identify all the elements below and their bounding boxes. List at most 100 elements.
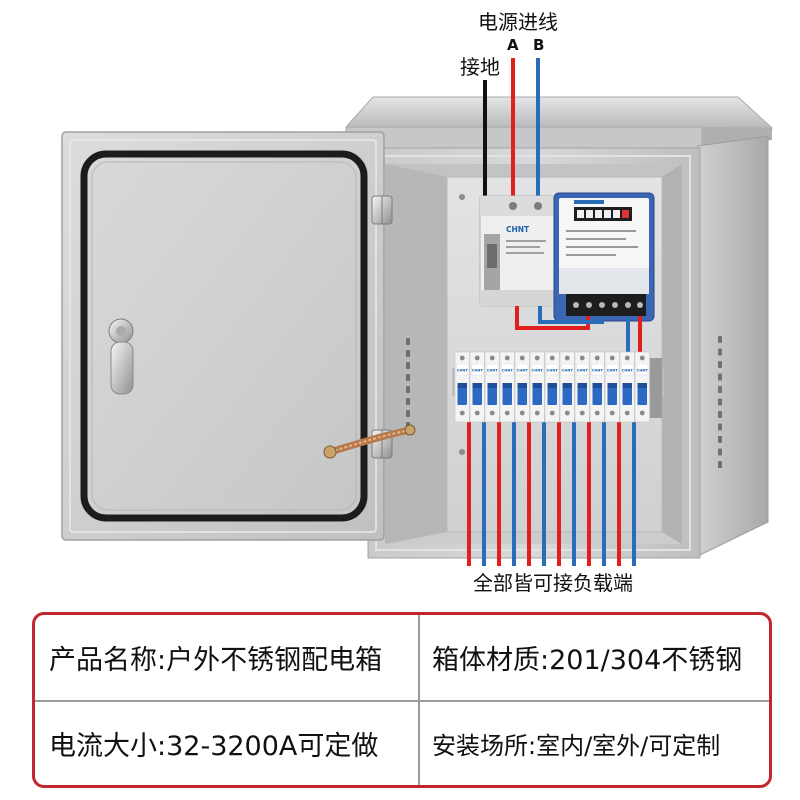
mcb-brand-label: CHNT [532, 369, 544, 373]
mcb-handle-grip [592, 383, 602, 388]
meter-terminal-screw [599, 302, 605, 308]
mcb-brand-label: CHNT [472, 369, 484, 373]
spec-product-name: 产品名称:户外不锈钢配电箱 [49, 645, 383, 676]
meter-nameplate-line [566, 238, 626, 240]
terminal-screw [509, 202, 517, 210]
mcb-handle [577, 383, 587, 405]
mcb-brand-label: CHNT [562, 369, 574, 373]
mcb-top-screw [519, 355, 525, 361]
energy-meter [553, 192, 655, 322]
miniature-circuit-breaker: CHNT [634, 351, 650, 423]
mcb-top-screw [489, 355, 495, 361]
mcb-bottom-screw [609, 410, 615, 416]
mcb-handle-grip [487, 383, 497, 388]
vent-slot [718, 336, 722, 343]
vent-slot [718, 361, 722, 368]
vent-slot [406, 398, 410, 405]
vent-slot [718, 448, 722, 456]
vent-slot [718, 423, 722, 431]
meter-terminal-screw [637, 302, 643, 308]
mcb-label-plate [561, 363, 574, 376]
mcb-bottom-screw [549, 410, 555, 416]
mcb-handle-grip [547, 383, 557, 388]
meter-digit [622, 210, 629, 218]
mcb-handle-grip [562, 383, 572, 388]
meter-terminal-screw [612, 302, 618, 308]
cabinet-door [61, 131, 385, 541]
mcb-bottom-screw [594, 410, 600, 416]
mcb-handle [502, 383, 512, 405]
mcb-label-plate [546, 363, 559, 376]
mcb-brand-label: CHNT [577, 369, 589, 373]
mcb-handle-grip [472, 383, 482, 388]
mcb-handle-grip [577, 383, 587, 388]
lock-handle [110, 341, 134, 395]
breaker-bottom-terminals [480, 290, 554, 306]
ground-label: 接地 [460, 55, 500, 79]
spec-box-material: 箱体材质:201/304不锈钢 [418, 615, 769, 700]
mcb-brand-label: CHNT [487, 369, 499, 373]
meter-digit [577, 210, 584, 218]
miniature-circuit-breaker: CHNT [454, 351, 470, 423]
link-wire-blue [538, 306, 604, 324]
mcb-top-screw [594, 355, 600, 361]
vent-slot [718, 373, 722, 381]
breaker-label-line [506, 252, 544, 254]
meter-digit [613, 210, 620, 218]
vent-slot [718, 398, 722, 406]
miniature-circuit-breaker: CHNT [604, 351, 620, 423]
roof-top [344, 96, 774, 129]
mcb-top-screw [609, 355, 615, 361]
ground-strap-highlight [329, 429, 411, 453]
mcb-label-plate [531, 363, 544, 376]
interior-right-wall [662, 164, 682, 544]
meter-nameplate-line [566, 230, 636, 232]
mcb-top-screw [579, 355, 585, 361]
mcb-label-plate [471, 363, 484, 376]
mcb-handle [457, 383, 467, 405]
mcb-handle-grip [607, 383, 617, 388]
interior-top-wall [385, 164, 682, 177]
terminal-screw [534, 202, 542, 210]
ground-strap-lug [404, 424, 416, 436]
mounting-hole [459, 194, 465, 200]
vent-slot [718, 411, 722, 418]
terminal-end-block [650, 358, 662, 418]
vent-slot [718, 461, 722, 468]
mcb-label-plate [516, 363, 529, 376]
mcb-bottom-screw [459, 410, 465, 416]
meter-digit [604, 210, 611, 218]
link-wires [515, 306, 642, 354]
spec-install-location: 安装场所:室内/室外/可定制 [418, 700, 769, 785]
mcb-bottom-screw [579, 410, 585, 416]
mcb-label-plate [621, 363, 634, 376]
mcb-top-screw [624, 355, 630, 361]
mcb-top-screw [459, 355, 465, 361]
mcb-brand-label: CHNT [622, 369, 634, 373]
door-gasket [80, 150, 368, 522]
phase-a-label: A [507, 36, 519, 54]
miniature-circuit-breaker: CHNT [589, 351, 605, 423]
vent-slot [718, 436, 722, 443]
mcb-handle-grip [457, 383, 467, 388]
meter-nameplate-line [566, 254, 616, 256]
power-inlet-label: 电源进线 [478, 10, 558, 34]
mcb-bottom-screw [564, 410, 570, 416]
breaker-lever [487, 244, 497, 268]
meter-terminal-screw [586, 302, 592, 308]
mcb-handle [487, 383, 497, 405]
mcb-top-screw [504, 355, 510, 361]
mcb-top-screw [564, 355, 570, 361]
mcb-top-screw [549, 355, 555, 361]
mcb-brand-label: CHNT [592, 369, 604, 373]
vent-slot [406, 338, 410, 345]
mcb-bottom-screw [639, 410, 645, 416]
miniature-circuit-breaker: CHNT [529, 351, 545, 423]
mcb-handle [547, 383, 557, 405]
mcb-handle-grip [517, 383, 527, 388]
mcb-handle [637, 383, 647, 405]
mcb-top-screw [474, 355, 480, 361]
mcb-label-plate [591, 363, 604, 376]
